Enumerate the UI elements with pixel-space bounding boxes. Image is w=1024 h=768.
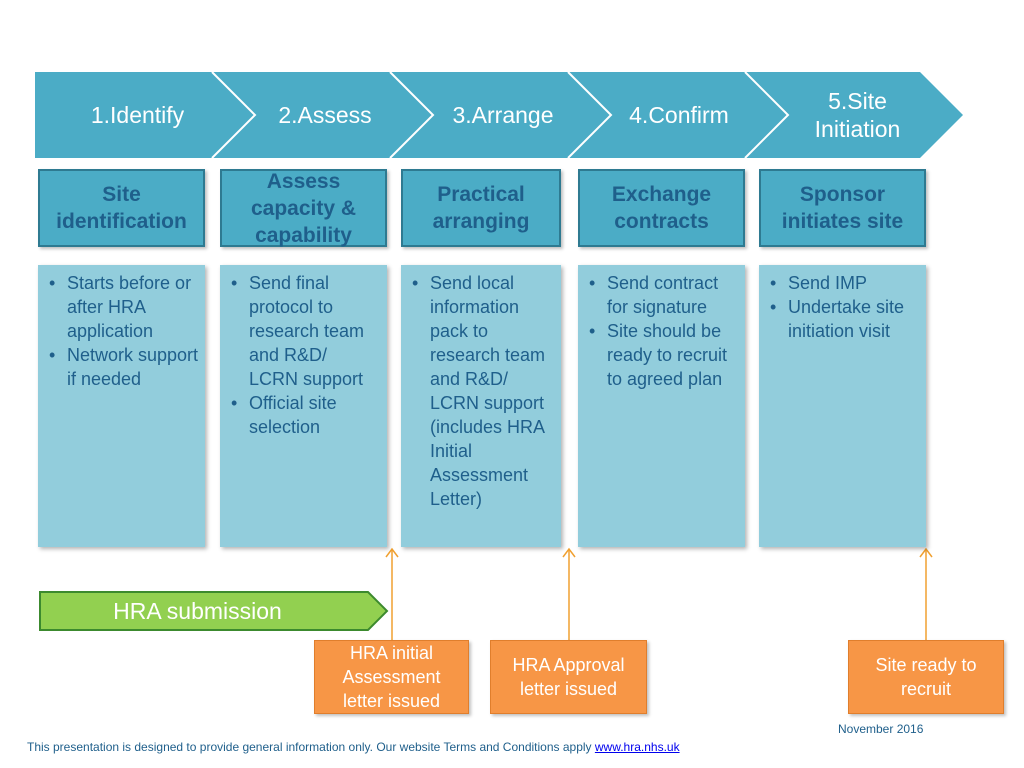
detail-list: Send local information pack to research … (411, 271, 555, 511)
step-label-identify: 1.Identify (90, 102, 185, 128)
chevron-divider-3 (567, 71, 613, 159)
step-label-confirm: 4.Confirm (629, 102, 729, 128)
step-label-arrange: 3.Arrange (452, 102, 554, 128)
detail-item: Official site selection (230, 391, 381, 439)
detail-list: Starts before or after HRA application N… (48, 271, 199, 391)
detail-box-arrange: Send local information pack to research … (401, 265, 561, 547)
detail-item: Send local information pack to research … (411, 271, 555, 511)
process-chevrons (35, 71, 963, 159)
footer-website-link[interactable]: www.hra.nhs.uk (594, 740, 680, 754)
milestone-arrowhead-3 (919, 547, 933, 558)
detail-box-confirm: Send contract for signature Site should … (578, 265, 745, 547)
step-label-assess: 2.Assess (278, 102, 372, 128)
footer-text: This presentation is designed to provide… (27, 740, 595, 754)
milestone-arrowhead-2 (562, 547, 576, 558)
chevron-divider-2 (389, 71, 435, 159)
chevron-step-3 (390, 72, 611, 158)
chevron-step-4 (568, 72, 788, 158)
hra-submission-label: HRA submission (113, 597, 282, 624)
title-box-assess-capacity: Assess capacity & capability (220, 169, 387, 247)
detail-box-assess: Send final protocol to research team and… (220, 265, 387, 547)
detail-box-identify: Starts before or after HRA application N… (38, 265, 205, 547)
detail-item: Undertake site initiation visit (769, 295, 920, 343)
detail-item: Send IMP (769, 271, 920, 295)
detail-box-site-initiation: Send IMP Undertake site initiation visit (759, 265, 926, 547)
detail-item: Network support if needed (48, 343, 199, 391)
detail-item: Starts before or after HRA application (48, 271, 199, 343)
detail-item: Site should be ready to recruit to agree… (588, 319, 739, 391)
chevron-step-2 (212, 72, 433, 158)
date-note: November 2016 (838, 722, 924, 736)
detail-list: Send contract for signature Site should … (588, 271, 739, 391)
detail-item: Send final protocol to research team and… (230, 271, 381, 391)
detail-list: Send IMP Undertake site initiation visit (769, 271, 920, 343)
title-box-sponsor-initiates: Sponsor initiates site (759, 169, 926, 247)
detail-list: Send final protocol to research team and… (230, 271, 381, 439)
detail-item: Send contract for signature (588, 271, 739, 319)
footer-disclaimer: This presentation is designed to provide… (27, 740, 680, 754)
milestone-site-ready: Site ready to recruit (848, 640, 1004, 714)
milestone-arrowhead-1 (385, 547, 399, 558)
hra-submission-arrow-shape (39, 591, 389, 631)
chevron-divider-4 (744, 71, 790, 159)
milestone-arrows (385, 547, 933, 640)
chevron-step-1 (35, 72, 255, 158)
chevron-divider-1 (211, 71, 257, 159)
title-box-practical-arranging: Practical arranging (401, 169, 561, 247)
chevron-step-5 (745, 72, 963, 158)
step-label-site-initiation: 5.Site Initiation (814, 88, 901, 142)
milestone-hra-initial-assessment: HRA initial Assessment letter issued (314, 640, 469, 714)
title-box-site-identification: Site identification (38, 169, 205, 247)
title-box-exchange-contracts: Exchange contracts (578, 169, 745, 247)
milestone-hra-approval: HRA Approval letter issued (490, 640, 647, 714)
